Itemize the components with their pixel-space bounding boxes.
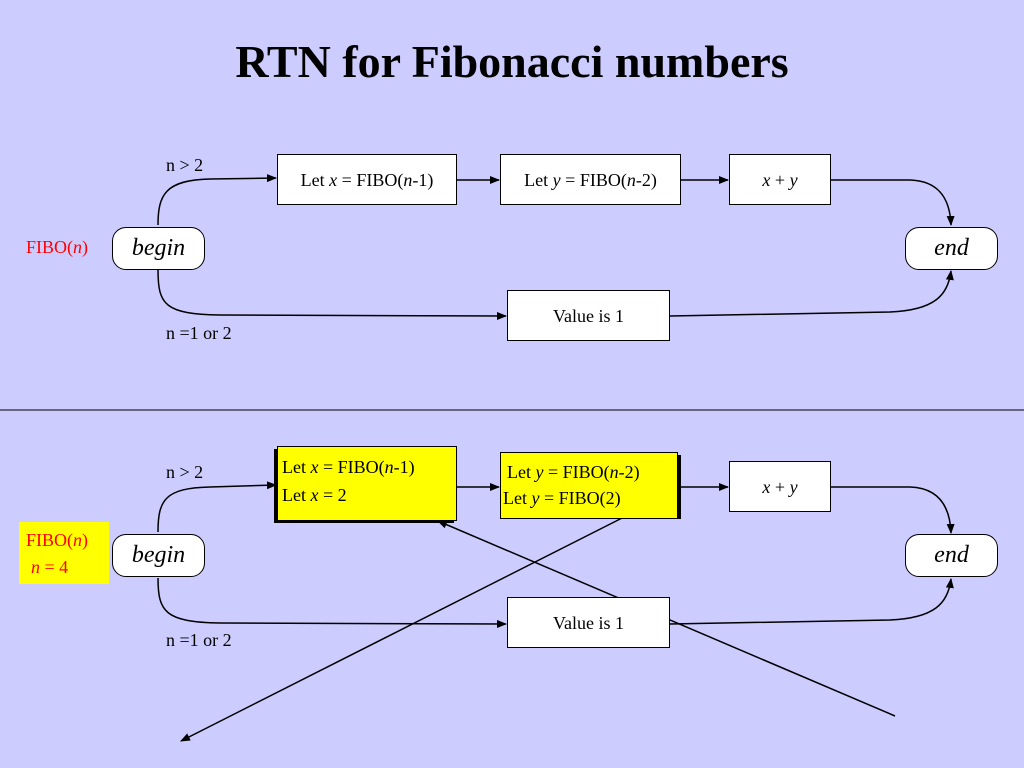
arrow-from-let-y-box bbox=[180, 512, 633, 742]
top-wire-begin-to-value bbox=[157, 269, 507, 320]
top-end-node: end bbox=[905, 227, 998, 270]
top-condition-n-eq-1-or-2: n =1 or 2 bbox=[166, 323, 232, 343]
top-let-x-box: Let x = FIBO(n-1) bbox=[277, 154, 457, 205]
bottom-wire-begin-to-value bbox=[157, 577, 507, 628]
top-let-y-box: Let y = FIBO(n-2) bbox=[500, 154, 681, 205]
top-let-y-text: Let y = FIBO(n-2) bbox=[524, 169, 657, 190]
bottom-end-node: end bbox=[905, 534, 998, 577]
bottom-wire-value-to-end bbox=[669, 578, 954, 625]
top-let-x-text: Let x = FIBO(n-1) bbox=[300, 169, 434, 190]
bottom-sum-text: x + y bbox=[762, 476, 798, 497]
top-begin-node: begin bbox=[112, 227, 205, 270]
bottom-let-x-line2: Let x = 2 bbox=[282, 485, 347, 505]
top-value-box: Value is 1 bbox=[507, 290, 670, 341]
top-wire-value-to-end bbox=[669, 270, 954, 317]
bottom-fibo-call-highlight bbox=[19, 522, 109, 584]
top-diagram-wires bbox=[157, 174, 955, 320]
top-wire-begin-to-x bbox=[157, 174, 277, 226]
bottom-let-x-box: Let x = FIBO(n-1) Let x = 2 bbox=[277, 446, 457, 521]
top-condition-n-gt-2: n > 2 bbox=[166, 155, 204, 175]
bottom-sum-box: x + y bbox=[729, 461, 831, 512]
bottom-wire-sum-to-end bbox=[831, 486, 955, 534]
bottom-let-y-line1: Let y = FIBO(n-2) bbox=[507, 462, 640, 482]
bottom-begin-node: begin bbox=[112, 534, 205, 577]
bottom-wire-begin-to-x bbox=[157, 481, 277, 533]
top-fibo-call-label: FIBO(n) bbox=[26, 237, 89, 257]
bottom-condition-n-gt-2: n > 2 bbox=[166, 462, 204, 482]
bottom-condition-n-eq-1-or-2: n =1 or 2 bbox=[166, 630, 232, 650]
slide-title: RTN for Fibonacci numbers bbox=[235, 36, 789, 87]
bottom-fibo-n-value: n = 4 bbox=[31, 557, 69, 577]
bottom-value-box: Value is 1 bbox=[507, 597, 670, 648]
top-sum-box: x + y bbox=[729, 154, 831, 205]
top-wire-sum-to-end bbox=[831, 179, 955, 226]
top-sum-text: x + y bbox=[762, 169, 798, 190]
bottom-let-y-box: Let y = FIBO(n-2) Let y = FIBO(2) bbox=[500, 452, 678, 519]
bottom-fibo-call-label: FIBO(n) bbox=[26, 530, 89, 550]
bottom-let-x-line1: Let x = FIBO(n-1) bbox=[282, 457, 415, 477]
bottom-let-y-line2: Let y = FIBO(2) bbox=[503, 488, 621, 508]
